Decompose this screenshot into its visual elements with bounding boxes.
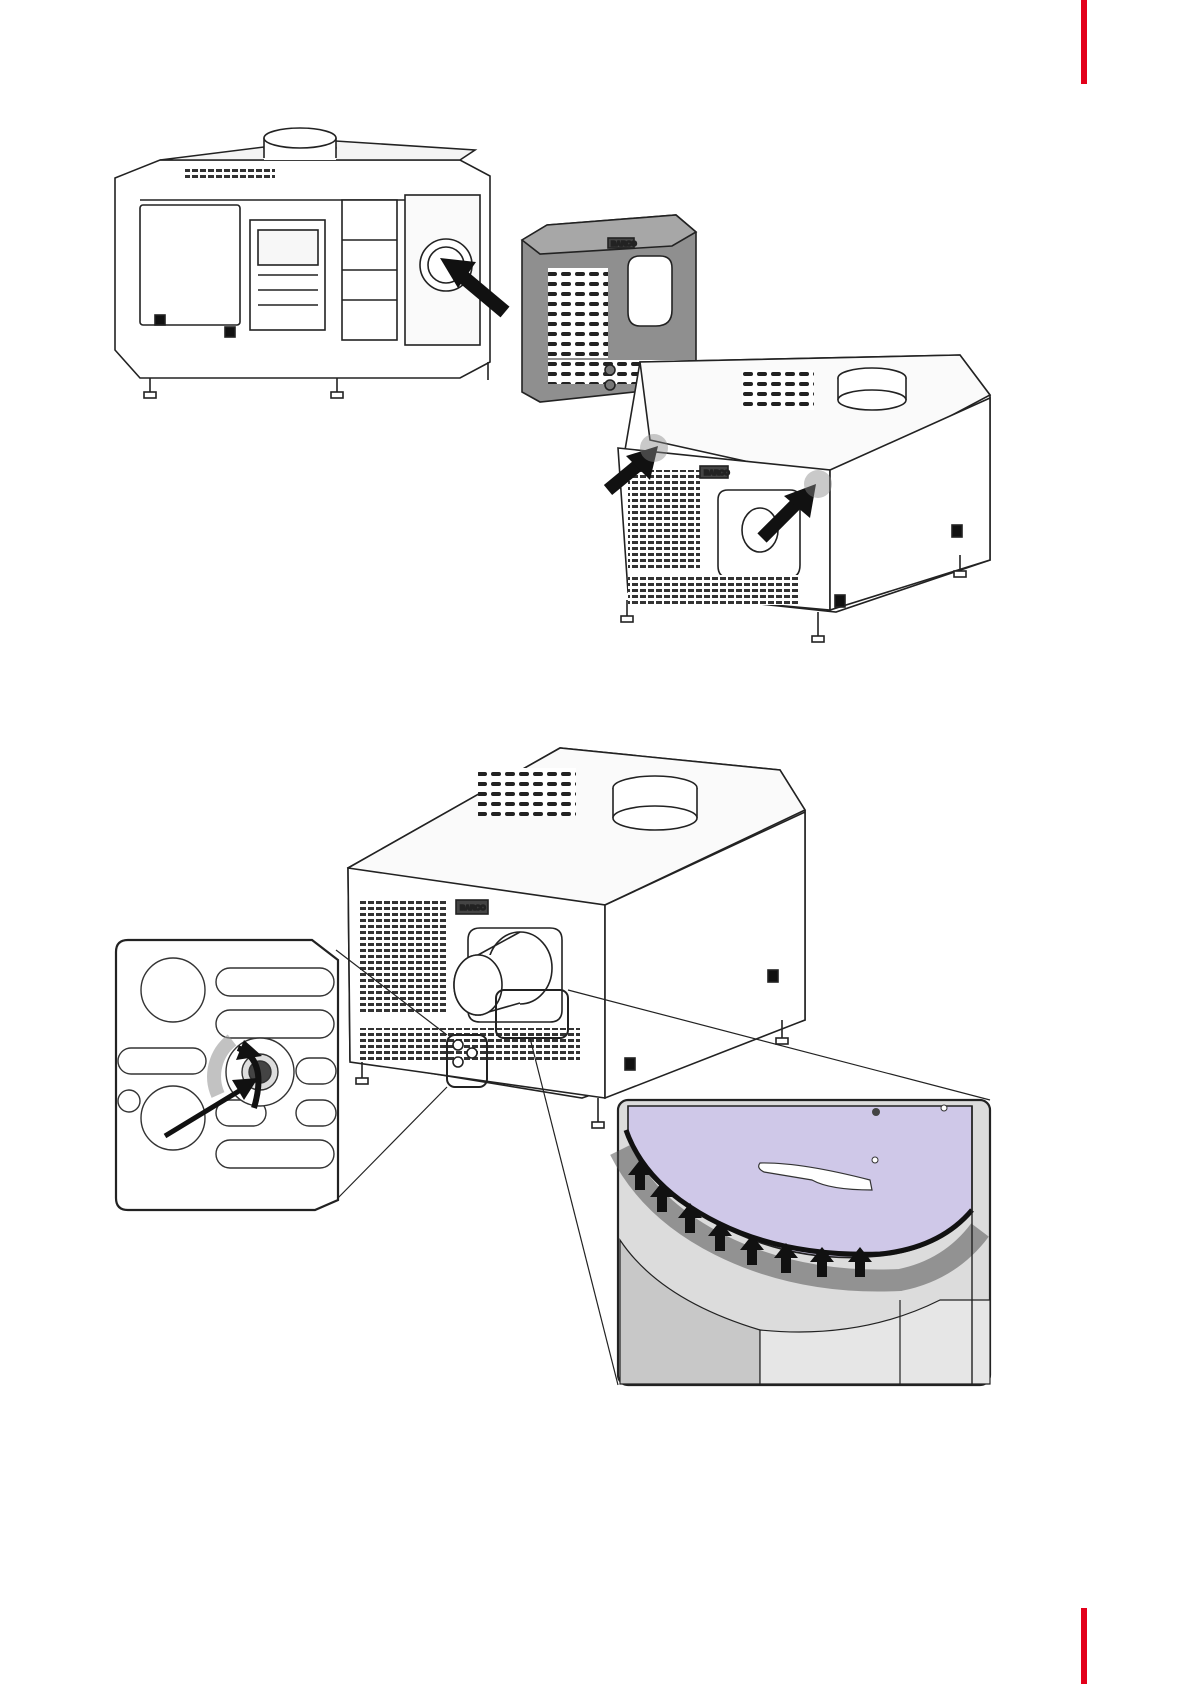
projector-open-front (115, 128, 490, 398)
lens-figure-brand-label: BARCO (460, 905, 486, 912)
projector-with-lens: BARCO (348, 748, 805, 1128)
detail-lens-seal (618, 1100, 990, 1385)
installed-brand-label: BARCO (704, 470, 730, 477)
cover-brand-label: BARCO (611, 241, 637, 248)
detail-screw-lock (116, 940, 338, 1210)
